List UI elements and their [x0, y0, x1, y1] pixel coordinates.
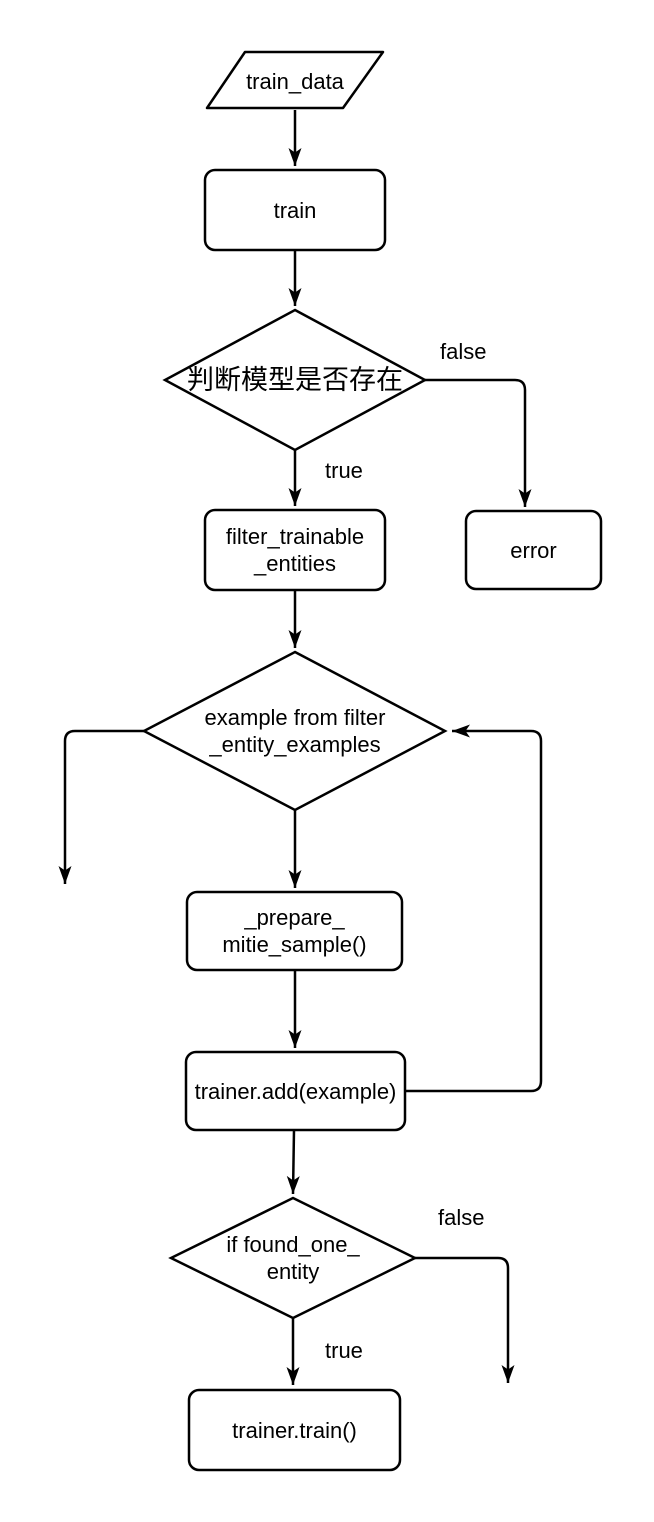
shape-filter-trainable-rect: [203, 508, 387, 592]
shape-example-loop-diamond: [141, 650, 448, 812]
node-trainer-train: trainer.train(): [232, 1417, 357, 1443]
shape-found-one-diamond: [168, 1196, 418, 1320]
node-error: error: [510, 537, 557, 563]
edge-modelexists-false-to-error: [425, 378, 532, 507]
node-shapes: [141, 50, 603, 1472]
node-example-loop: example from filter _entity_examples: [204, 705, 386, 757]
edge-traineradd-loopback-to-exampleloop: [405, 724, 543, 1093]
shape-train-rect: [203, 168, 387, 252]
edge-traineradd-to-foundone: [286, 1129, 300, 1195]
edge-label-found-one-false: false: [438, 1205, 485, 1230]
node-prepare-mitie-sample: _prepare_ mitie_sample(): [222, 905, 367, 957]
edges: [58, 110, 543, 1385]
node-train-data: train_data: [246, 68, 344, 94]
edge-label-model-exists-true: true: [325, 458, 363, 483]
edge-foundone-false-exit: [415, 1256, 515, 1383]
edge-label-found-one-true: true: [325, 1338, 363, 1363]
shape-prepare-sample-rect: [185, 890, 404, 972]
node-model-exists: 判断模型是否存在: [187, 365, 403, 395]
node-filter-trainable-entities: filter_trainable _entities: [225, 524, 365, 576]
edge-exampleloop-left-exit: [58, 729, 144, 884]
node-train: train: [273, 197, 317, 223]
shape-model-exists-diamond: [162, 308, 428, 452]
shape-trainer-add-rect: [184, 1050, 407, 1132]
edge-label-model-exists-false: false: [440, 339, 487, 364]
shape-train-data-parallelogram: [205, 50, 385, 110]
node-if-found-one-entity: if found_one_ entity: [226, 1232, 360, 1284]
node-trainer-add: trainer.add(example): [194, 1078, 397, 1104]
shape-trainer-train-rect: [187, 1388, 402, 1472]
shape-error-rect: [464, 509, 603, 591]
